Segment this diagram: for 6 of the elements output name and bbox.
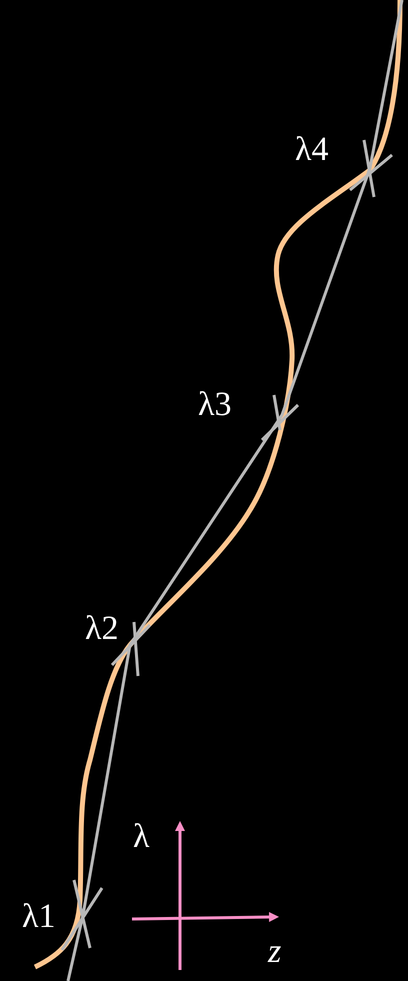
point-label: λ2 — [85, 612, 118, 646]
point-label: λ4 — [295, 133, 328, 167]
point-label: λ1 — [22, 900, 56, 934]
axis-label: z — [268, 935, 282, 969]
axis-label: λ — [133, 820, 150, 854]
point-label: λ3 — [198, 388, 232, 422]
